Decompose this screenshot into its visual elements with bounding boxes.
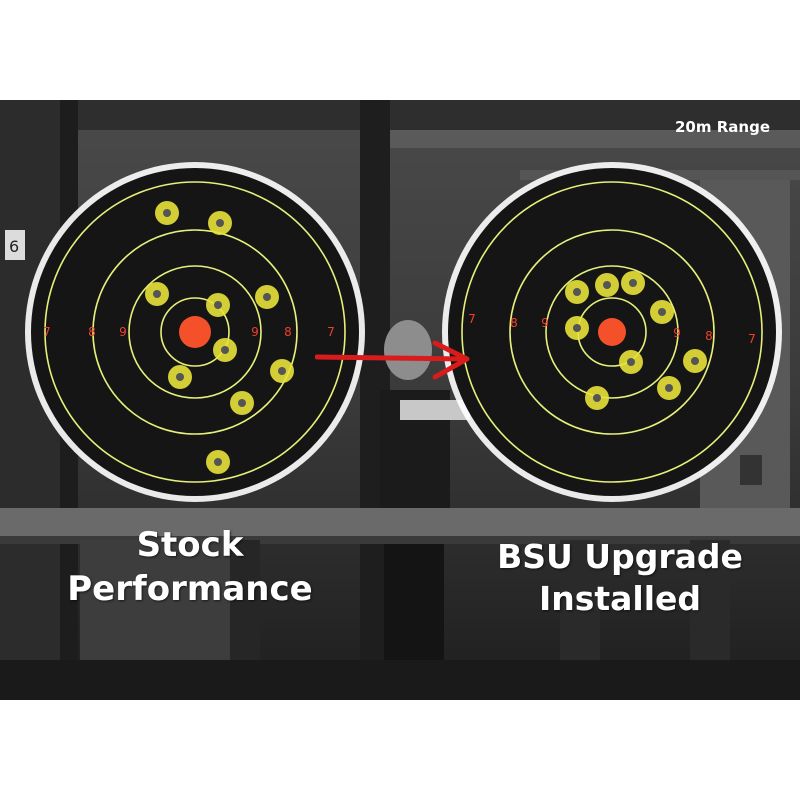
bullet-hole-center (214, 301, 222, 309)
ring-number-7-left: 7 (43, 325, 51, 339)
stock-target: 7 8 9 9 8 7 (25, 162, 365, 502)
bullet-hole-center (214, 458, 222, 466)
ring-7 (44, 181, 346, 483)
ring-number-8-right: 8 (284, 325, 292, 339)
bullet-hole-center (278, 367, 286, 375)
ring-8 (509, 229, 715, 435)
bullet-hole-center (238, 399, 246, 407)
bullseye (598, 318, 626, 346)
ring-number-9-left: 9 (541, 316, 549, 330)
bullet-hole-center (593, 394, 601, 402)
caption-line: Installed (538, 579, 702, 619)
bullet-hole-center (221, 346, 229, 354)
bullet-hole-center (176, 373, 184, 381)
ring-number-9-left: 9 (119, 325, 127, 339)
svg-text:6: 6 (9, 237, 19, 256)
arrow-icon (315, 340, 470, 380)
bullet-hole-center (573, 288, 581, 296)
bullet-hole-center (573, 324, 581, 332)
ring-8 (92, 229, 298, 435)
bullet-hole-center (603, 281, 611, 289)
bullet-hole-center (627, 358, 635, 366)
bullet-hole-center (216, 219, 224, 227)
bullet-hole-center (163, 209, 171, 217)
bullet-hole-center (153, 290, 161, 298)
bullseye (179, 316, 211, 348)
ring-number-8-left: 8 (88, 325, 96, 339)
bullet-hole-center (665, 384, 673, 392)
caption-line: Stock (136, 525, 244, 565)
ring-9 (128, 265, 262, 399)
bullet-hole-center (629, 279, 637, 287)
caption-line: Performance (67, 568, 313, 609)
ring-number-7-right: 7 (748, 332, 756, 346)
range-photo: 6 20m Range 7 8 9 9 8 7 (0, 100, 800, 700)
bullet-holes (565, 271, 707, 410)
ring-9 (545, 265, 679, 399)
caption-line: BSU Upgrade (497, 537, 743, 576)
bullet-hole-center (263, 293, 271, 301)
ring-10 (160, 297, 230, 367)
range-label: 20m Range (675, 118, 770, 136)
bsu-target: 7 8 9 9 8 7 (442, 162, 782, 502)
ring-7 (461, 181, 763, 483)
stock-caption: Stock Performance (60, 524, 320, 611)
bsu-caption: BSU Upgrade Installed (470, 536, 770, 620)
ring-number-7-left: 7 (468, 312, 476, 326)
ring-number-8-right: 8 (705, 329, 713, 343)
bullet-holes (145, 201, 294, 474)
bullet-hole-center (691, 357, 699, 365)
ring-number-9-right: 9 (251, 325, 259, 339)
ring-number-8-left: 8 (510, 316, 518, 330)
ring-number-7-right: 7 (327, 325, 335, 339)
ring-number-9-right: 9 (673, 326, 681, 340)
bullet-hole-center (658, 308, 666, 316)
